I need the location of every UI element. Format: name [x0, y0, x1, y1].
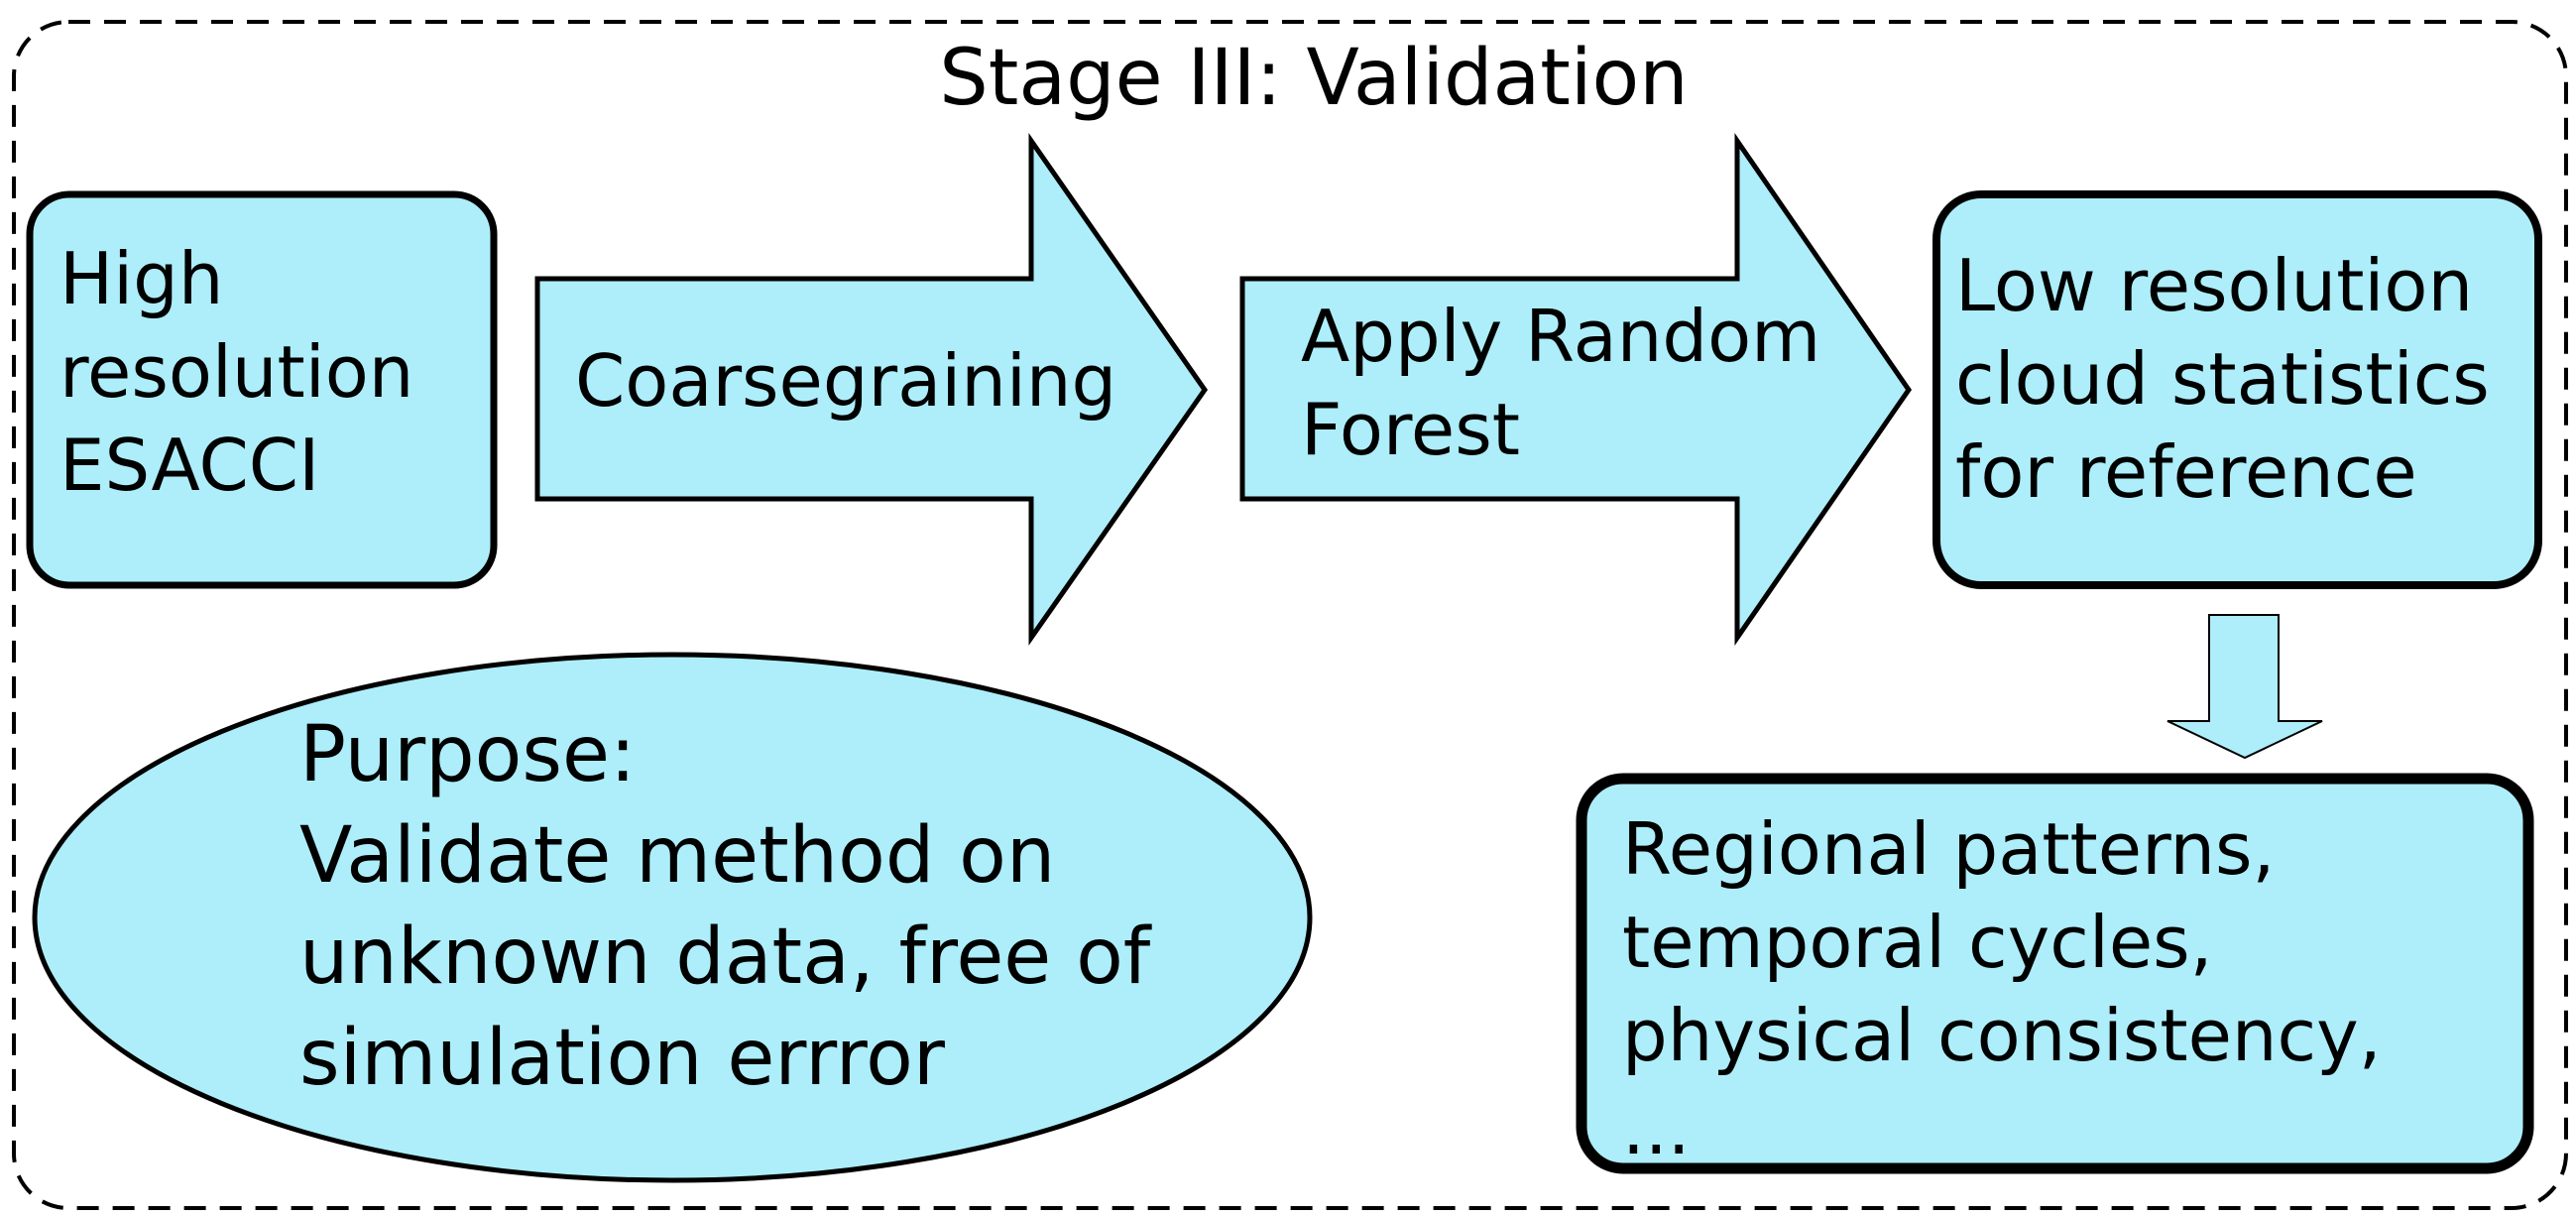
low-resolution-box — [1932, 190, 2542, 589]
coarsegraining-line: Coarsegraining — [575, 339, 1117, 423]
results-line: temporal cycles, — [1622, 901, 2213, 984]
high-resolution-line: High — [59, 237, 224, 320]
high-resolution-label: High resolution ESACCI — [59, 243, 413, 523]
purpose-ellipse — [32, 652, 1313, 1183]
coarsegraining-arrow — [534, 133, 1209, 646]
random-forest-label: Apply Random Forest — [1301, 301, 1820, 487]
low-resolution-line: cloud statistics — [1955, 337, 2490, 421]
low-resolution-label: Low resolution cloud statistics for refe… — [1955, 250, 2490, 530]
down-arrow — [2166, 614, 2323, 760]
purpose-line: unknown data, free of — [299, 913, 1151, 1002]
purpose-line: simulation errror — [299, 1014, 945, 1103]
stage-frame — [12, 20, 2568, 1210]
results-line: physical consistency, — [1622, 994, 2382, 1077]
results-line: Regional patterns, — [1622, 807, 2276, 891]
high-resolution-line: ESACCI — [59, 424, 320, 507]
random-forest-line: Forest — [1301, 388, 1520, 471]
high-resolution-line: resolution — [59, 330, 414, 414]
random-forest-line: Apply Random — [1301, 295, 1821, 378]
low-resolution-line: for reference — [1955, 430, 2417, 514]
purpose-line: Purpose: — [299, 710, 637, 799]
results-box — [1576, 773, 2534, 1174]
results-line: ... — [1622, 1087, 1691, 1170]
random-forest-arrow — [1239, 132, 1913, 647]
high-resolution-box — [26, 190, 498, 589]
results-label: Regional patterns, temporal cycles, phys… — [1622, 813, 2382, 1186]
purpose-line: Validate method on — [299, 811, 1056, 901]
coarsegraining-label: Coarsegraining — [575, 345, 1116, 417]
purpose-label: Purpose: Validate method on unknown data… — [299, 716, 1150, 1121]
stage-title: Stage III: Validation — [939, 34, 1689, 123]
low-resolution-line: Low resolution — [1955, 244, 2474, 327]
